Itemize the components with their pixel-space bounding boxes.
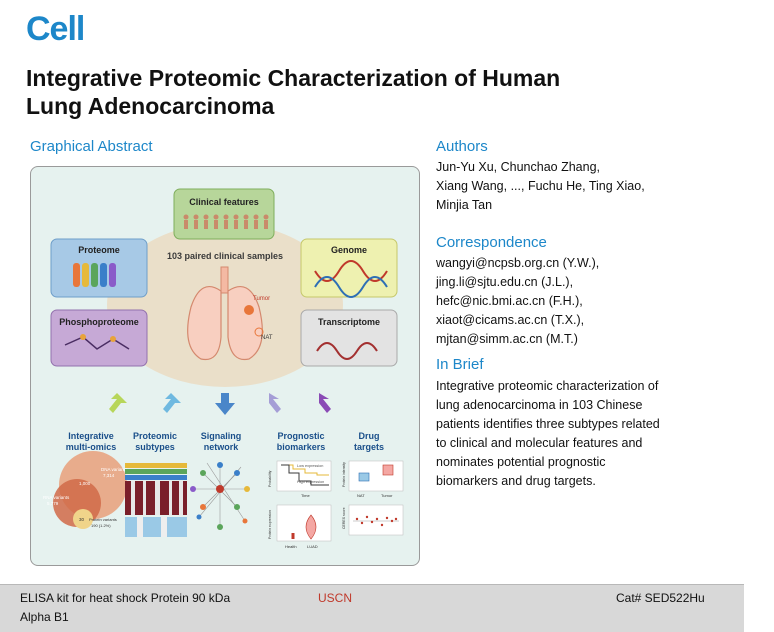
in-brief-text: Integrative proteomic characterization o… xyxy=(436,377,660,491)
arrow-icon xyxy=(319,393,331,413)
expression-violin-plot: Health LUAD Protein expression xyxy=(268,504,332,549)
phosphoproteome-label: Phosphoproteome xyxy=(59,317,139,327)
multi-omics-venn: DNA variants 7,314 1,000 RNA variants 5,… xyxy=(43,451,128,529)
outcome-label-4a: Prognostic xyxy=(277,431,324,441)
outcome-label-4b: biomarkers xyxy=(277,442,326,452)
violin-y-label: Protein expression xyxy=(268,510,272,539)
journal-logo: Cell xyxy=(26,10,85,48)
box-nat-label: NAT xyxy=(357,493,365,498)
box-y-label: Protein intensity xyxy=(342,462,346,487)
km-y-label: Probability xyxy=(268,470,272,487)
proteome-label: Proteome xyxy=(78,245,120,255)
correspondence-heading: Correspondence xyxy=(436,234,547,251)
in-brief-line: lung adenocarcinoma in 103 Chinese xyxy=(436,398,643,412)
product-ad-banner[interactable]: ELISA kit for heat shock Protein 90 kDa … xyxy=(0,584,744,632)
venn-protein-count: 190 (1.2%) xyxy=(91,523,111,528)
drug-target-boxplot: NAT Tumor Protein intensity xyxy=(342,460,404,498)
ceres-y-label: CERES score xyxy=(342,507,346,529)
venn-dna-count: 7,314 xyxy=(103,473,115,478)
phospho-chain-icon xyxy=(64,334,130,350)
venn-rna-count: 5,779 xyxy=(47,501,59,506)
nat-label: NAT xyxy=(261,335,273,341)
email-link[interactable]: hefc@nic.bmi.ac.cn (F.H.), xyxy=(436,294,583,308)
authors-heading: Authors xyxy=(436,138,488,155)
email-link[interactable]: jing.li@sjtu.edu.cn (J.L.), xyxy=(436,275,574,289)
author-line: Minjia Tan xyxy=(436,198,493,212)
in-brief-line: Integrative proteomic characterization o… xyxy=(436,379,659,393)
signaling-network xyxy=(190,462,250,530)
venn-center-count: 30 xyxy=(79,517,85,522)
clinical-features-box xyxy=(173,188,275,240)
brand-link[interactable]: USCN xyxy=(318,591,353,605)
author-line: Xiang Wang, ..., Fuchu He, Ting Xiao, xyxy=(436,179,645,193)
arrow-icon xyxy=(269,393,281,413)
venn-rna-label: RNA variants xyxy=(43,495,70,500)
venn-dna-label: DNA variants xyxy=(101,467,128,472)
outcome-label-5b: targets xyxy=(354,442,384,452)
km-high-label: High expression xyxy=(297,480,324,484)
transcriptome-label: Transcriptome xyxy=(318,317,380,327)
violin-luad-label: LUAD xyxy=(307,544,318,549)
genome-label: Genome xyxy=(331,245,367,255)
outcome-label-1a: Integrative xyxy=(68,431,114,441)
violin-healthy-label: Health xyxy=(285,544,297,549)
outcome-arrows xyxy=(109,393,331,415)
outcome-label-2a: Proteomic xyxy=(133,431,177,441)
arrow-icon xyxy=(163,393,181,413)
people-icon xyxy=(183,214,269,229)
in-brief-line: patients identifies three subtypes relat… xyxy=(436,417,660,431)
author-line: Jun-Yu Xu, Chunchao Zhang, xyxy=(436,160,601,174)
title-line-1: Integrative Proteomic Characterization o… xyxy=(26,65,561,91)
center-label: 103 paired clinical samples xyxy=(167,251,283,261)
catalog-number: Cat# SED522Hu xyxy=(616,591,705,605)
outcome-label-2b: subtypes xyxy=(135,442,175,452)
phosphoproteome-box xyxy=(50,309,148,367)
title-line-2: Lung Adenocarcinoma xyxy=(26,93,275,119)
venn-protein-label: Protein variants xyxy=(89,517,117,522)
outcome-label-3b: network xyxy=(204,442,240,452)
product-name-line-2: Alpha B1 xyxy=(20,610,69,624)
nat-marker xyxy=(254,327,264,337)
email-link[interactable]: mjtan@simm.ac.cn (M.T.) xyxy=(436,332,578,346)
membrane-protein-icon xyxy=(73,263,116,287)
clinical-features-label: Clinical features xyxy=(189,197,259,207)
authors-list: Jun-Yu Xu, Chunchao Zhang, Xiang Wang, .… xyxy=(436,158,645,215)
dna-helix-icon xyxy=(314,260,388,298)
prognostic-km-plot: Low expression High expression Time Prob… xyxy=(268,460,332,498)
venn-shared-count: 1,000 xyxy=(79,481,91,486)
in-brief-heading: In Brief xyxy=(436,356,484,373)
center-oval xyxy=(107,223,343,387)
tumor-marker xyxy=(244,305,254,315)
arrow-icon xyxy=(109,393,127,413)
outcome-label-1b: multi-omics xyxy=(66,442,117,452)
subtypes-heatmap xyxy=(125,463,187,537)
graphical-abstract-heading: Graphical Abstract xyxy=(30,138,153,155)
graphical-abstract-svg: 103 paired clinical samples Clinical fea… xyxy=(43,188,404,549)
email-link[interactable]: xiaot@cicams.ac.cn (T.X.), xyxy=(436,313,585,327)
lungs-icon: Tumor NAT xyxy=(187,266,273,361)
in-brief-line: biomarkers and drug targets. xyxy=(436,474,596,488)
graphical-abstract-figure: 103 paired clinical samples Clinical fea… xyxy=(30,166,420,566)
tumor-label: Tumor xyxy=(253,296,270,302)
outcome-label-5a: Drug xyxy=(359,431,380,441)
email-link[interactable]: wangyi@ncpsb.org.cn (Y.W.), xyxy=(436,256,600,270)
product-name: ELISA kit for heat shock Protein 90 kDa … xyxy=(20,589,280,627)
product-name-line-1: ELISA kit for heat shock Protein 90 kDa xyxy=(20,591,231,605)
transcriptome-box xyxy=(300,309,398,367)
in-brief-line: to clinical and molecular features and xyxy=(436,436,643,450)
box-tumor-label: Tumor xyxy=(381,493,393,498)
km-low-label: Low expression xyxy=(297,464,323,468)
rna-wave-icon xyxy=(316,342,378,360)
ceres-scatter: CERES score xyxy=(342,504,404,536)
arrow-icon xyxy=(215,393,235,415)
correspondence-list: wangyi@ncpsb.org.cn (Y.W.), jing.li@sjtu… xyxy=(436,254,599,349)
outcome-label-3a: Signaling xyxy=(201,431,242,441)
paper-title: Integrative Proteomic Characterization o… xyxy=(26,64,726,120)
km-x-label: Time xyxy=(301,493,311,498)
in-brief-line: nominates potential prognostic xyxy=(436,455,606,469)
